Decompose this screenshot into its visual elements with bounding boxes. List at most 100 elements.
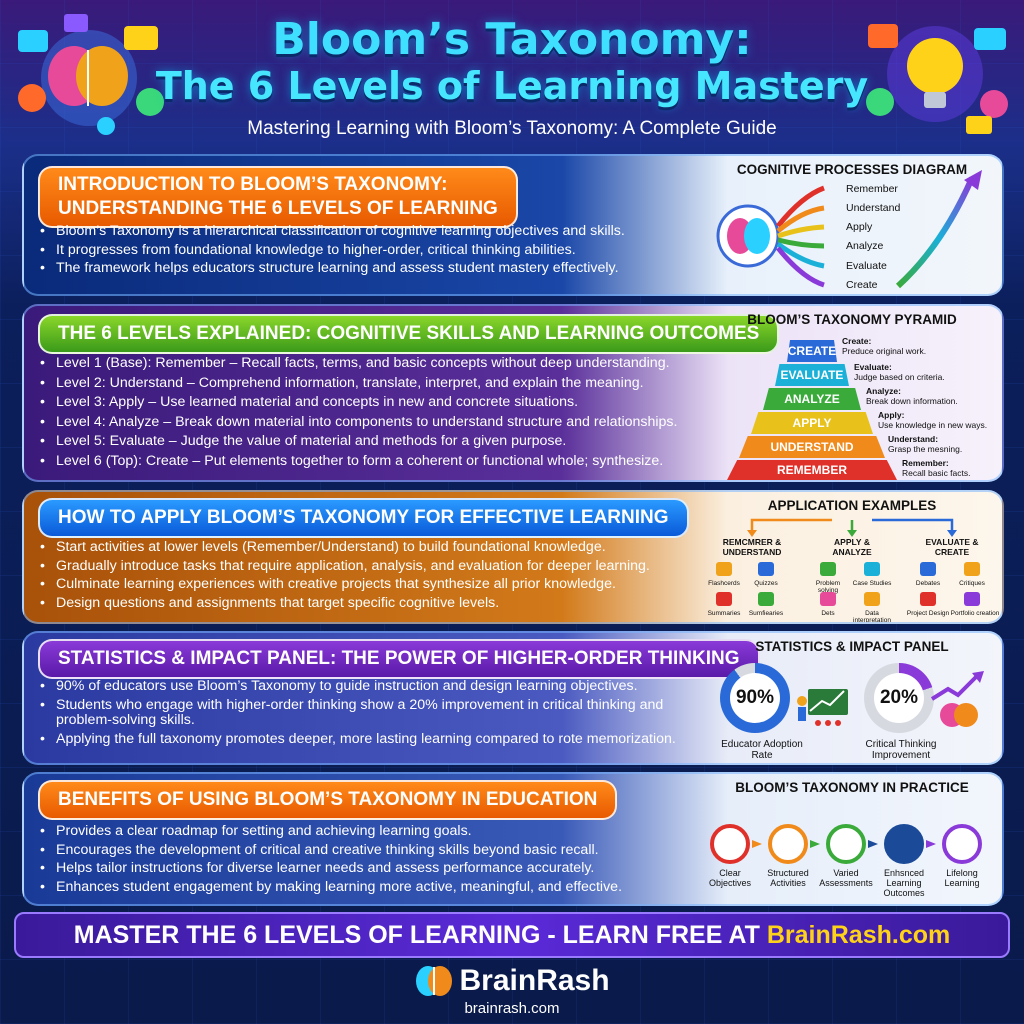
application-examples: APPLICATION EXAMPLES REMCMRER & UNDERSTA… xyxy=(702,492,1002,622)
pyramid-note-apply: Apply: Use knowledge in new ways. xyxy=(878,410,987,430)
example-item: Problem solving xyxy=(815,580,841,594)
practice-title: BLOOM’S TAXONOMY IN PRACTICE xyxy=(735,780,969,795)
problem-solving-icon xyxy=(820,562,836,576)
brain-arrows-graphic xyxy=(716,170,982,289)
examples-column-title: REMCMRER & UNDERSTAND xyxy=(722,537,782,557)
pyramid-note-title: Remember: xyxy=(902,458,949,468)
apply-bullets: Start activities at lower levels (Rememb… xyxy=(40,538,720,612)
quiz-icon xyxy=(758,562,774,576)
levels-heading: THE 6 LEVELS EXPLAINED: COGNITIVE SKILLS… xyxy=(38,314,780,354)
design-tools-icon xyxy=(920,592,936,606)
case-study-icon xyxy=(864,562,880,576)
taxonomy-pyramid: BLOOM’S TAXONOMY PYRAMID CREATE EVALUATE… xyxy=(702,306,1002,480)
brand-logo[interactable]: BrainRash brainrash.com xyxy=(0,964,1024,1017)
practice-step-label: Lifelong Learning xyxy=(944,868,980,888)
process-understand: Understand xyxy=(846,202,901,214)
level-bullet: Level 2: Understand – Comprehend informa… xyxy=(40,374,730,394)
stats-bullet: Students who engage with higher-order th… xyxy=(40,698,680,728)
diagram-title: COGNITIVE PROCESSES DIAGRAM xyxy=(736,162,968,177)
brain-growth-icon xyxy=(930,671,984,727)
logo-url[interactable]: brainrash.com xyxy=(464,1000,560,1017)
pyramid-tier-create: CREATE xyxy=(787,340,837,362)
stat-value: 90% xyxy=(730,673,780,723)
example-item: Flashcerds xyxy=(708,580,740,587)
stats-heading: STATISTICS & IMPACT PANEL: THE POWER OF … xyxy=(38,639,760,679)
pyramid-tier-apply: APPLY xyxy=(751,412,873,434)
process-analyze: Analyze xyxy=(846,240,884,252)
statistics-impact-panel: STATISTICS & IMPACT PANEL 90% Educator A… xyxy=(702,633,1002,763)
example-item: Data interpretation xyxy=(853,610,891,624)
benefit-bullet: Provides a clear roadmap for setting and… xyxy=(40,822,700,841)
example-item: Sumfiearies xyxy=(748,610,784,617)
level-bullet: Level 3: Apply – Use learned material an… xyxy=(40,393,730,413)
pyramid-note-title: Analyze: xyxy=(866,386,901,396)
practice-flow-arrows xyxy=(752,840,936,848)
practice-step-label: Enhsnced Learning Outcomes xyxy=(883,868,925,898)
benefit-bullet: Helps tailor instructions for diverse le… xyxy=(40,859,700,878)
pyramid-tier-understand: UNDERSTAND xyxy=(739,436,885,458)
examples-column-title: APPLY & ANALYZE xyxy=(832,537,872,557)
summary-icon xyxy=(716,592,732,606)
flashcards-icon xyxy=(716,562,732,576)
critique-icon xyxy=(964,562,980,576)
graduation-cap-icon xyxy=(884,824,924,864)
critical-thinking-ring: 20% xyxy=(864,663,934,733)
process-remember: Remember xyxy=(846,183,898,195)
lightbulb-ideas-illustration-right xyxy=(866,24,1008,134)
intro-heading-line2: UNDERSTANDING THE 6 LEVELS OF LEARNING xyxy=(58,198,498,219)
intro-bullet: Bloom’s Taxonomy is a hierarchical class… xyxy=(40,222,700,241)
cta-banner[interactable]: MASTER THE 6 LEVELS OF LEARNING - LEARN … xyxy=(14,912,1010,958)
stats-bullet: 90% of educators use Bloom’s Taxonomy to… xyxy=(40,679,680,695)
intro-bullets: Bloom’s Taxonomy is a hierarchical class… xyxy=(40,222,700,278)
stats-bullet: Applying the full taxonomy promotes deep… xyxy=(40,732,680,748)
stat-value: 20% xyxy=(874,673,924,723)
pyramid-note-text: Use knowledge in new ways. xyxy=(878,420,988,430)
level-bullet: Level 5: Evaluate – Judge the value of m… xyxy=(40,432,730,452)
brain-logo-icon xyxy=(416,966,453,996)
stats-bullets: 90% of educators use Bloom’s Taxonomy to… xyxy=(40,679,680,751)
examples-title: APPLICATION EXAMPLES xyxy=(767,498,937,513)
intro-heading: INTRODUCTION TO BLOOM’S TAXONOMY: UNDERS… xyxy=(38,166,518,228)
practice-step-label: Varied Assessments xyxy=(819,868,873,888)
level-bullet: Level 4: Analyze – Break down material i… xyxy=(40,413,730,433)
pyramid-note-text: Break down information. xyxy=(866,396,958,406)
pyramid-note-understand: Understand: Grasp the mesning. xyxy=(888,434,962,454)
apply-panel: HOW TO APPLY BLOOM’S TAXONOMY FOR EFFECT… xyxy=(22,490,1004,624)
cta-text: MASTER THE 6 LEVELS OF LEARNING - LEARN … xyxy=(73,921,767,949)
pyramid-note-title: Evaluate: xyxy=(854,362,892,372)
example-item: Debates xyxy=(915,580,941,587)
pyramid-note-title: Apply: xyxy=(878,410,905,420)
target-icon xyxy=(710,824,750,864)
logo-name: BrainRash xyxy=(459,964,610,997)
benefits-panel: BENEFITS OF USING BLOOM’S TAXONOMY IN ED… xyxy=(22,772,1004,906)
header: Bloom’s Taxonomy: The 6 Levels of Learni… xyxy=(0,0,1024,148)
stats-panel: STATISTICS & IMPACT PANEL: THE POWER OF … xyxy=(22,631,1004,765)
educator-adoption-ring: 90% xyxy=(720,663,790,733)
example-item: Portfolio creation xyxy=(950,610,1000,617)
example-item: Critiques xyxy=(959,580,985,587)
pyramid-note-title: Create: xyxy=(842,336,872,346)
puzzle-icon xyxy=(820,592,836,606)
brain-ideas-illustration-left xyxy=(18,14,164,135)
apply-heading: HOW TO APPLY BLOOM’S TAXONOMY FOR EFFECT… xyxy=(38,498,689,538)
cta-link[interactable]: BrainRash.com xyxy=(766,921,951,949)
infinity-icon xyxy=(942,824,982,864)
pyramid-note-create: Create: Preduce original work. xyxy=(842,336,926,356)
pyramid-tier-remember: REMEMBER xyxy=(727,460,897,480)
pyramid-note-text: Preduce original work. xyxy=(842,346,927,356)
intro-bullet: The framework helps educators structure … xyxy=(40,259,700,278)
practice-step-label: Structured Activities xyxy=(767,868,809,888)
pyramid-title: BLOOM’S TAXONOMY PYRAMID xyxy=(747,312,957,327)
example-item: Case Studies xyxy=(852,580,892,587)
benefits-bullets: Provides a clear roadmap for setting and… xyxy=(40,822,700,896)
apply-bullet: Start activities at lower levels (Rememb… xyxy=(40,538,720,557)
stats-panel-title: STATISTICS & IMPACT PANEL xyxy=(755,639,949,654)
pyramid-note-remember: Remember: Recall basic facts. xyxy=(902,458,971,478)
process-apply: Apply xyxy=(846,221,873,233)
intro-heading-line1: INTRODUCTION TO BLOOM’S TAXONOMY: xyxy=(58,174,448,195)
page-subtitle: Mastering Learning with Bloom’s Taxonomy… xyxy=(247,118,777,139)
pyramid-note-text: Grasp the mesning. xyxy=(888,444,963,454)
practice-step-label: Clear Objectives xyxy=(708,868,752,888)
apply-bullet: Design questions and assignments that ta… xyxy=(40,594,720,613)
example-item: Dets xyxy=(821,610,835,617)
